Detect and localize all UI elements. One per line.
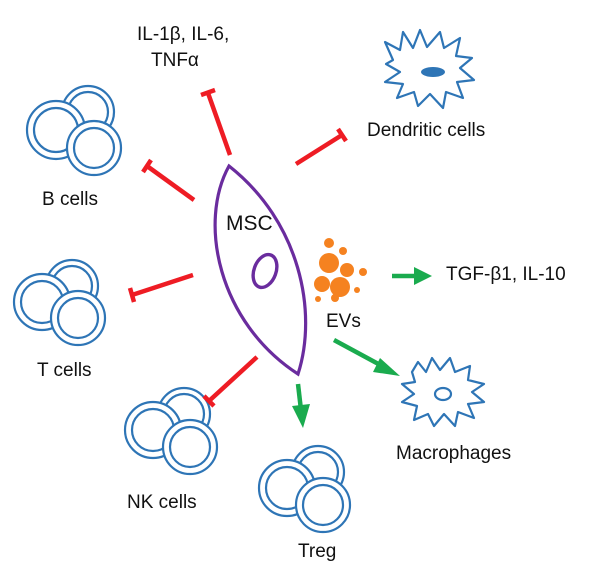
inhibition-arrows [127, 87, 348, 408]
cytokines-label-line2: TNFα [151, 50, 199, 71]
inhibit-nk-cells-line [202, 355, 259, 408]
msc-label: MSC [226, 212, 273, 235]
lymphocyte-cluster-icon [12, 258, 107, 347]
tgf-il10-label: TGF-β1, IL-10 [446, 264, 566, 285]
cytokines-label-line1: IL-1β, IL-6, [137, 24, 229, 45]
treg-icon [257, 444, 352, 534]
lymphocyte-cluster-icon [25, 84, 123, 177]
t-cells-icon [12, 258, 107, 347]
inhibit-b-cells-line [141, 158, 196, 202]
promote-macrophage-arrow [332, 338, 400, 376]
treg-label: Treg [298, 541, 336, 562]
promotion-arrows [292, 267, 432, 428]
inhibit-t-cells-line [127, 272, 194, 303]
lymphocyte-cluster-icon [123, 386, 219, 476]
msc-cell-icon [213, 163, 308, 377]
lymphocyte-cluster-icon [257, 444, 352, 534]
promote-treg-arrow [292, 383, 310, 428]
inhibit-cytokines-line [200, 87, 233, 156]
dendritic-cells-label: Dendritic cells [367, 120, 485, 141]
inhibit-dendritic-line [294, 127, 348, 166]
extracellular-vesicles-icon [314, 238, 367, 302]
evs-label: EVs [326, 311, 361, 332]
nk-cells-label: NK cells [127, 492, 197, 513]
promote-tgf-arrow [392, 267, 432, 285]
macrophages-label: Macrophages [396, 443, 511, 464]
nk-cells-icon [123, 386, 219, 476]
b-cells-icon [25, 84, 123, 177]
b-cells-label: B cells [42, 189, 98, 210]
dendritic-cell-icon [383, 28, 476, 110]
t-cells-label: T cells [37, 360, 92, 381]
macrophage-icon [400, 356, 486, 428]
